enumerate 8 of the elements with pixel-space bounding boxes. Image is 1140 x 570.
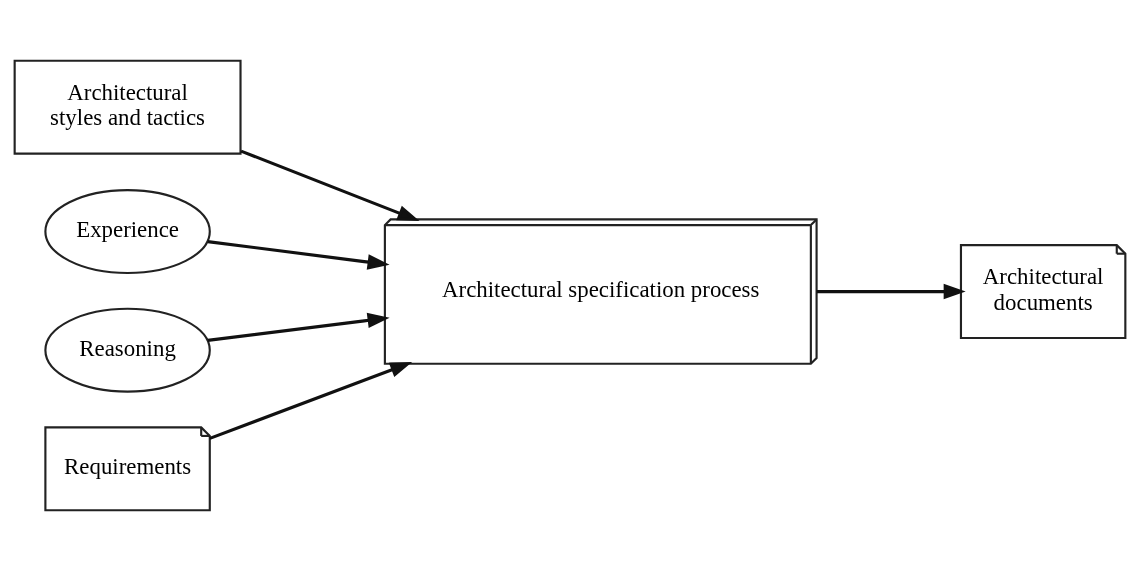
node-ellipse: Experience xyxy=(44,188,211,274)
node-box: Architectural styles and tactics xyxy=(13,59,242,155)
arrow xyxy=(240,149,420,221)
arrow xyxy=(816,283,966,299)
node-ellipse: Reasoning xyxy=(44,307,211,393)
arrow xyxy=(207,239,390,270)
arrow xyxy=(209,361,413,440)
arrow xyxy=(207,312,390,342)
